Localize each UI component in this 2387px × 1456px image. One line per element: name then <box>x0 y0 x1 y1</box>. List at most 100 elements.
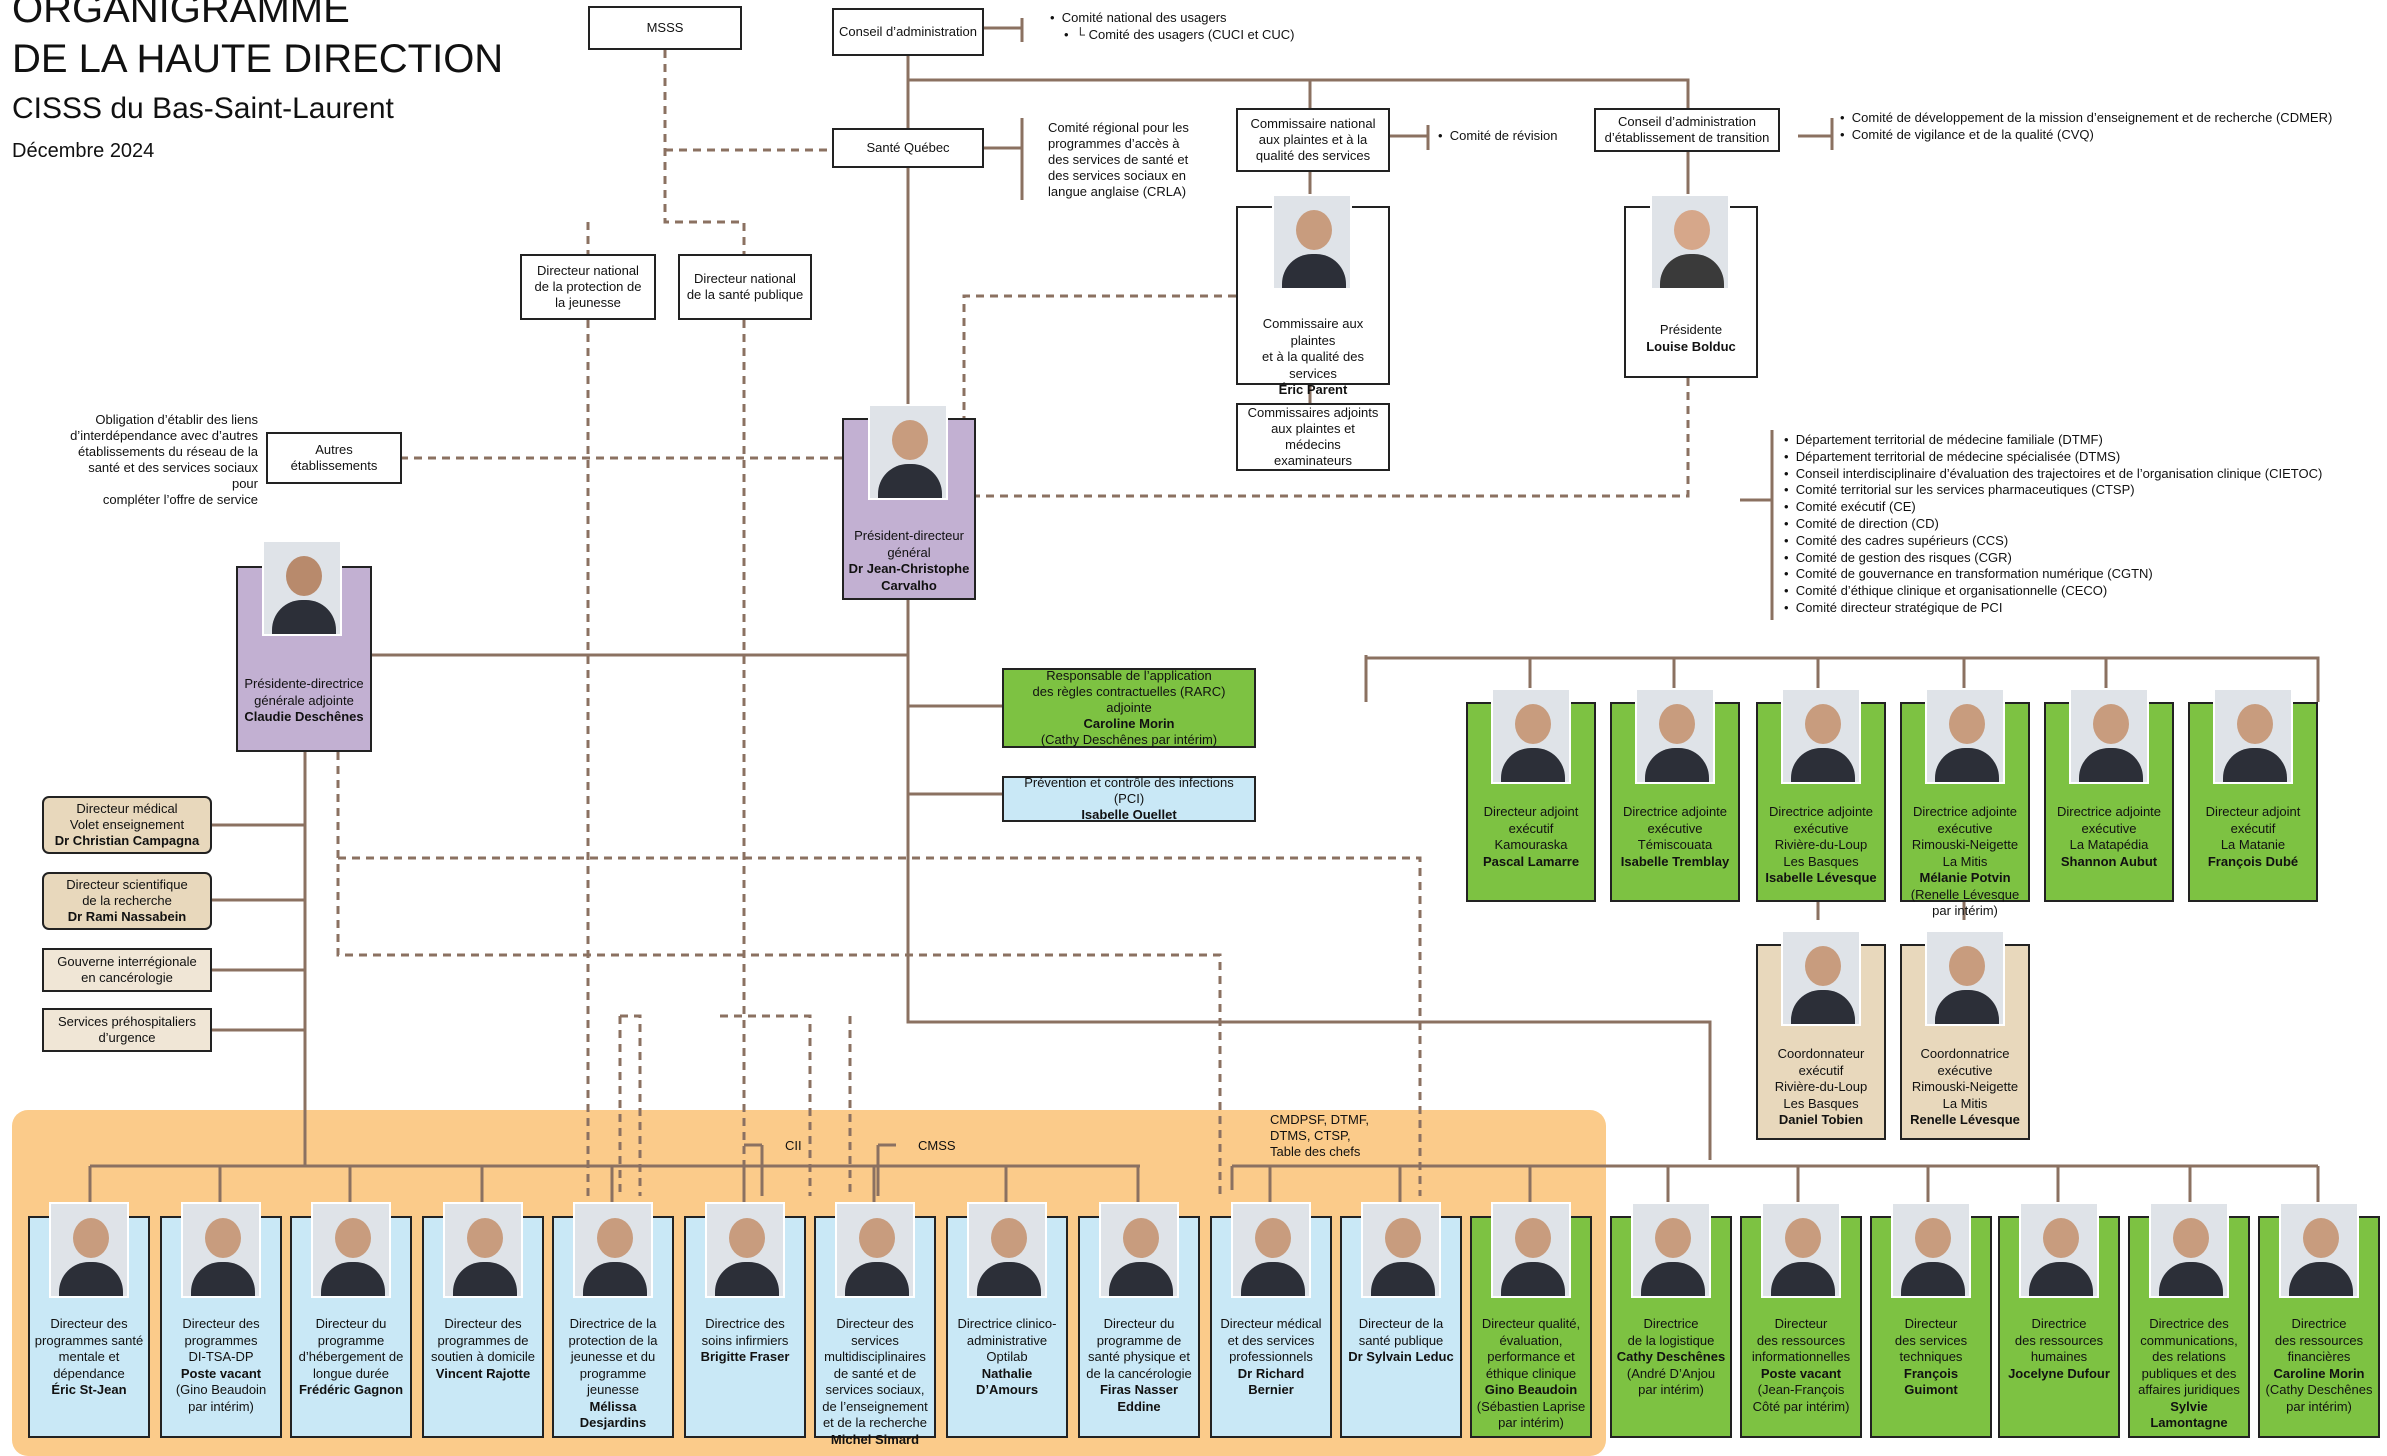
label-cmss: CMSS <box>918 1138 956 1153</box>
box-msss[interactable]: MSSS <box>588 6 742 50</box>
exec-5-role-line: Directeur adjoint <box>2205 804 2301 819</box>
bottom-12-name: Cathy Deschênes <box>1616 1349 1726 1364</box>
exec-5-name: François Dubé <box>2207 853 2299 869</box>
bottom-11-role-line: évaluation, <box>1499 1332 1563 1348</box>
bottom-12-role-line: de la logistique <box>1627 1332 1715 1348</box>
exec-0-role-line: Directeur adjoint <box>1483 804 1579 819</box>
exec-5-role-line: La Matanie <box>2220 837 2286 852</box>
exec-2-role-line: Directrice adjointe <box>1768 804 1874 819</box>
bottom-2-role-line: programme <box>317 1332 385 1348</box>
label-cmdpsf: CMDPSF, DTMF,DTMS, CTSP,Table des chefs <box>1270 1112 1369 1159</box>
bottom-12-role-line: Directrice <box>1643 1316 1699 1331</box>
bottom-17-note: (Cathy Deschênes par intérim) <box>2265 1382 2373 1414</box>
bottom-1-role-line: Directeur des <box>182 1316 260 1331</box>
bottom-9-role-line: professionnels <box>1229 1349 1313 1364</box>
bottom-1-role-line: DI-TSA-DP <box>188 1349 254 1364</box>
coord-0-role-line: Les Basques <box>1783 1095 1859 1111</box>
bottom-14-role-line: techniques <box>1899 1349 1963 1364</box>
bottom-2-role-line: Directeur du <box>315 1316 387 1331</box>
bottom-14-role-line: Directeur <box>1904 1316 1958 1331</box>
bottom-9-role-line: et des services <box>1227 1332 1315 1348</box>
bottom-1-role-line: programmes <box>184 1332 258 1348</box>
bottom-16-role-line: des relations <box>2152 1349 2226 1364</box>
bottom-9-role-line: Directeur médical <box>1220 1316 1322 1331</box>
bottom-6-role-line: services sociaux, <box>825 1382 925 1397</box>
bottom-7-photo <box>967 1202 1047 1298</box>
bottom-4-photo <box>573 1202 653 1298</box>
bottom-4-role-line: protection de la <box>568 1332 658 1348</box>
exec-1-role-line: exécutive <box>1647 820 1703 836</box>
bottom-6-photo <box>835 1202 915 1298</box>
exec-4-role-line: Directrice adjointe <box>2056 804 2162 819</box>
bottom-2-role-line: longue durée <box>313 1365 389 1381</box>
box-conseil-administration[interactable]: Conseil d’administration <box>832 8 984 56</box>
exec-0-photo <box>1491 688 1571 784</box>
bottom-15-role-line: humaines <box>2030 1349 2088 1364</box>
bottom-16-role-line: publiques et des <box>2141 1365 2237 1381</box>
bottom-5-role-line: Directrice des <box>705 1316 785 1331</box>
box-pci[interactable]: Prévention et contrôle des infections (P… <box>1002 775 1256 822</box>
bottom-7-role-line: Directrice clinico- <box>957 1316 1057 1331</box>
photo-eric-parent <box>1272 194 1352 290</box>
bottom-17-role-line: Directrice <box>2291 1316 2347 1331</box>
bottom-15-name: Jocelyne Dufour <box>2008 1365 2110 1381</box>
exec-4-role-line: exécutive <box>2081 820 2137 836</box>
bottom-0-role-line: mentale et <box>58 1349 120 1364</box>
bottom-3-role-line: soutien à domicile <box>430 1349 536 1364</box>
bottom-13-photo <box>1761 1202 1841 1298</box>
exec-4-role-line: La Matapédia <box>2069 837 2149 852</box>
bottom-8-role-line: de la cancérologie <box>1086 1365 1192 1381</box>
box-autres-etablissements[interactable]: Autres établissements <box>266 432 402 484</box>
date: Décembre 2024 <box>12 140 155 162</box>
bottom-15-role-line: Directrice <box>2031 1316 2087 1331</box>
bottom-0-role-line: dépendance <box>53 1365 125 1381</box>
coord-1-role-line: exécutive <box>1937 1062 1993 1078</box>
bottom-4-role-line: programme <box>579 1365 647 1381</box>
bottom-16-role-line: affaires juridiques <box>2138 1382 2240 1397</box>
bottom-3-role-line: Directeur des <box>444 1316 522 1331</box>
exec-3-role-line: La Mitis <box>1942 853 1988 869</box>
bottom-11-card[interactable]: Directeur qualité,évaluation,performance… <box>1470 1216 1592 1438</box>
list-comite-revision: Comité de révision <box>1438 128 1558 145</box>
exec-5-photo <box>2213 688 2293 784</box>
exec-1-role-line: Directrice adjointe <box>1622 804 1728 819</box>
bottom-0-name: Éric St-Jean <box>51 1382 127 1397</box>
bottom-11-role-line: éthique clinique <box>1485 1365 1577 1381</box>
box-sante-quebec[interactable]: Santé Québec <box>832 128 984 168</box>
bottom-7-role-line: administrative <box>966 1332 1048 1348</box>
bottom-3-role-line: programmes de <box>437 1332 529 1348</box>
bottom-16-role-line: Directrice des <box>2149 1316 2229 1331</box>
exec-3-role-line: exécutive <box>1937 820 1993 836</box>
coord-0-name: Daniel Tobien <box>1778 1112 1864 1127</box>
bottom-7-role-line: Optilab <box>986 1349 1028 1364</box>
bottom-4-role-line: Directrice de la <box>569 1316 657 1331</box>
bottom-17-name: Caroline Morin <box>2273 1365 2365 1381</box>
bottom-8-role-line: programme de <box>1096 1332 1182 1348</box>
exec-3-photo <box>1925 688 2005 784</box>
bottom-16-name: Sylvie Lamontagne <box>2150 1398 2228 1431</box>
bottom-13-name: Poste vacant <box>1760 1365 1842 1381</box>
bottom-12-note: (André D’Anjou par intérim) <box>1626 1365 1716 1398</box>
